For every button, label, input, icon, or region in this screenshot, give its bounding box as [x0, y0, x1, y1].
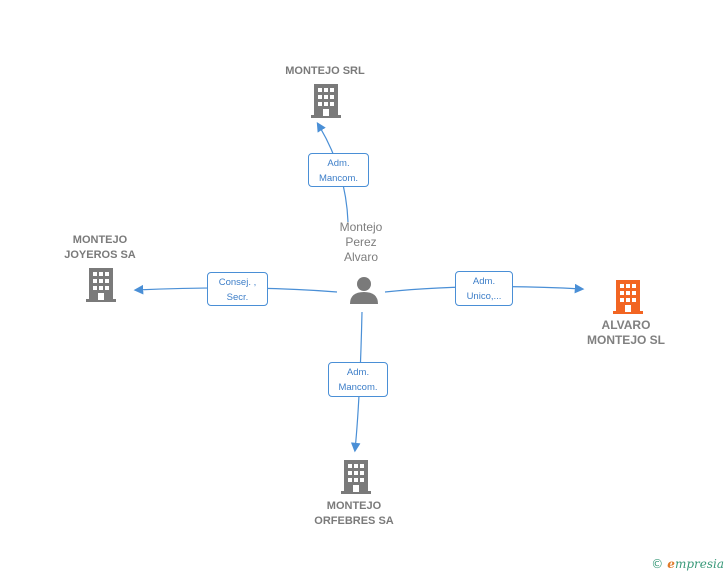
building-icon-montejo-orfebres[interactable]	[340, 460, 372, 494]
building-icon-montejo-srl[interactable]	[310, 84, 342, 118]
brand-initial: e	[667, 557, 675, 571]
role-box-bottom: Adm. Mancom.	[328, 362, 388, 397]
building-icon-alvaro-montejo[interactable]	[612, 280, 644, 314]
company-label-alvaro-montejo[interactable]: ALVARO MONTEJO SL	[586, 318, 665, 347]
person-label[interactable]: Montejo Perez Alvaro	[339, 220, 383, 264]
company-label-montejo-orfebres[interactable]: MONTEJO ORFEBRES SA	[314, 500, 394, 527]
brand-name: mpresia	[674, 557, 724, 571]
brand-footer: ©empresia	[651, 557, 724, 571]
building-icon-montejo-joyeros[interactable]	[85, 268, 117, 302]
role-box-top: Adm. Mancom.	[308, 153, 369, 187]
role-box-right: Adm. Unico,...	[455, 271, 513, 306]
copyright-symbol: ©	[651, 557, 664, 571]
person-icon[interactable]	[349, 276, 379, 304]
company-label-montejo-joyeros[interactable]: MONTEJO JOYEROS SA	[64, 234, 136, 261]
company-label-montejo-srl[interactable]: MONTEJO SRL	[285, 65, 365, 77]
role-box-left: Consej. , Secr.	[207, 272, 268, 306]
